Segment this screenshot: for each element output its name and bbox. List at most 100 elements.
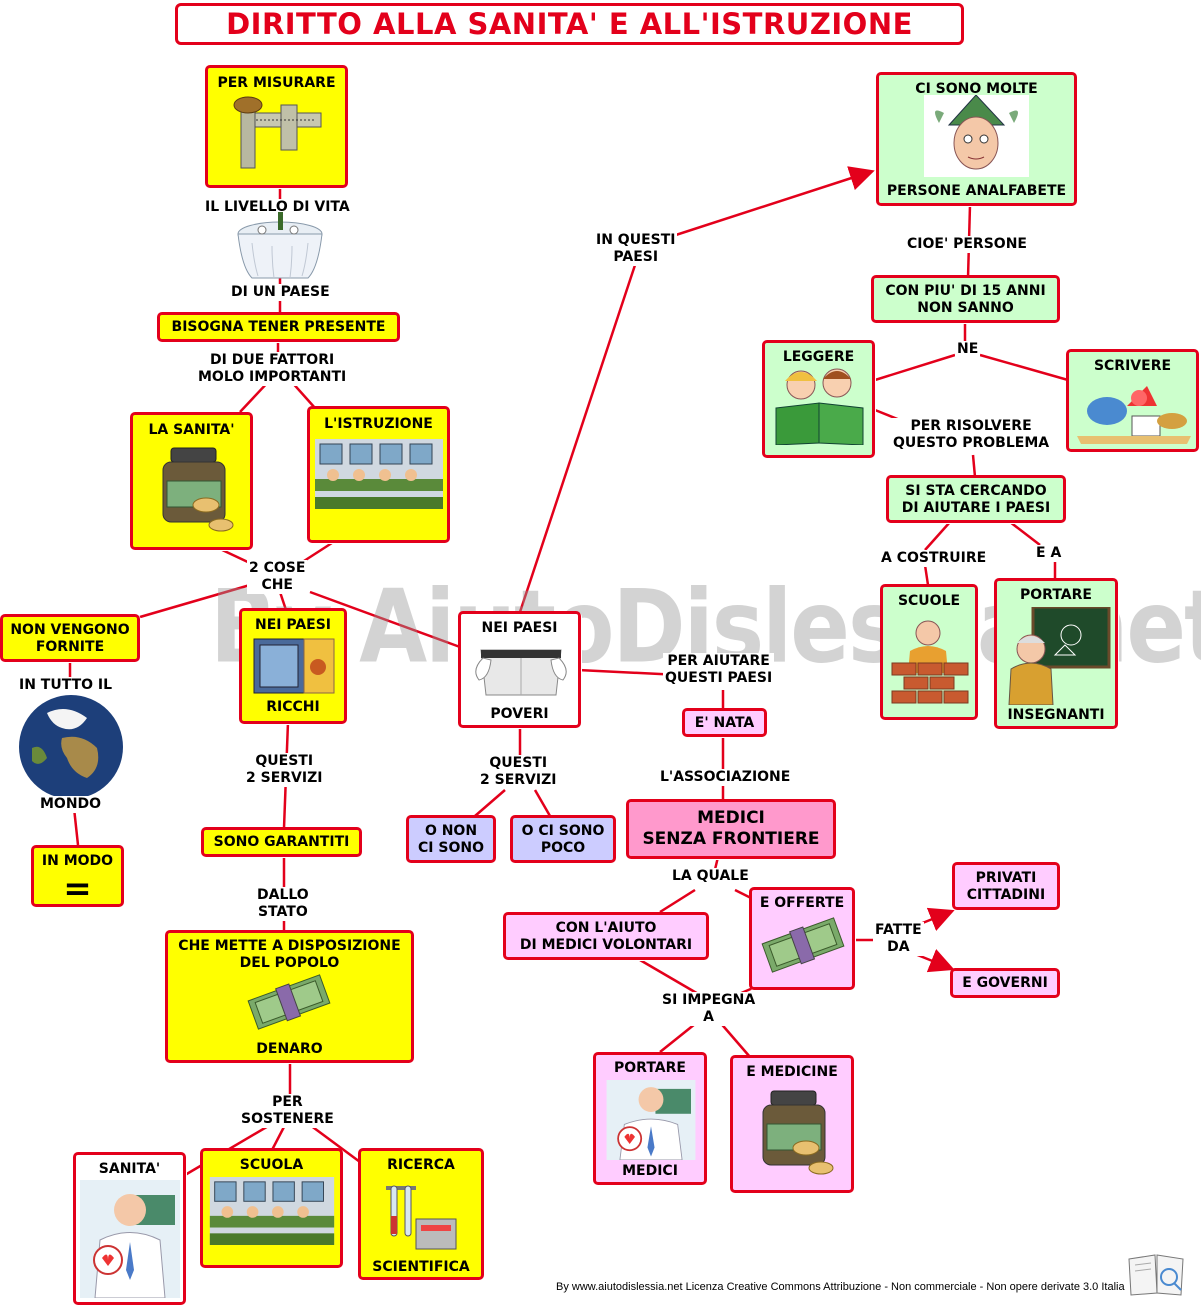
- link-la-quale: LA QUALE: [670, 868, 751, 885]
- node-sono-garantiti: SONO GARANTITI: [201, 827, 362, 857]
- link-per-risolvere: PER RISOLVERE QUESTO PROBLEMA: [891, 418, 1052, 452]
- node-sanita-bottom: SANITA': [73, 1152, 186, 1305]
- node-scuola-label: SCUOLA: [239, 1157, 304, 1173]
- equal-sign: =: [63, 869, 92, 907]
- link-livello-di-vita: IL LIVELLO DI VITA: [203, 199, 352, 216]
- globe-icon: [19, 695, 123, 799]
- link-questi-servizi-poveri: QUESTI 2 SERVIZI: [478, 755, 559, 789]
- empty-pockets-icon: [475, 649, 567, 696]
- node-ricchi-top-label: NEI PAESI: [254, 617, 332, 633]
- link-mondo: MONDO: [38, 796, 104, 813]
- safe-icon: [253, 638, 335, 694]
- node-portare-medici: PORTARE MEDICI: [593, 1052, 707, 1185]
- node-bisogna-tener-presente: BISOGNA TENER PRESENTE: [157, 312, 400, 342]
- node-istruzione-label: L'ISTRUZIONE: [324, 416, 433, 432]
- node-e-governi: E GOVERNI: [950, 968, 1060, 998]
- node-per-misurare: PER MISURARE: [205, 65, 348, 188]
- bricklayer-icon: [891, 620, 969, 704]
- node-in-modo-label: IN MODO: [41, 853, 114, 869]
- node-scuola: SCUOLA: [200, 1148, 343, 1268]
- node-bisogna-label: BISOGNA TENER PRESENTE: [171, 319, 386, 335]
- node-o-non-label: O NON CI SONO: [418, 823, 484, 856]
- node-e-nata-label: E' NATA: [694, 715, 755, 731]
- link-dallo-stato: DALLO STATO: [255, 887, 311, 921]
- link-questi-servizi-ricchi: QUESTI 2 SERVIZI: [244, 753, 325, 787]
- teacher-icon: [1008, 607, 1111, 705]
- node-che-mette-label: CHE METTE A DISPOSIZIONE DEL POPOLO: [178, 938, 401, 971]
- node-ricerca-bottom-label: SCIENTIFICA: [372, 1259, 470, 1275]
- node-con-piu-di-15-anni: CON PIU' DI 15 ANNI NON SANNO: [871, 275, 1060, 323]
- link-ne: NE: [955, 341, 981, 358]
- node-privati-label: PRIVATI CITTADINI: [966, 870, 1046, 903]
- dunce-cap-icon: [924, 95, 1029, 177]
- page-title: DIRITTO ALLA SANITA' E ALL'ISTRUZIONE: [175, 3, 964, 45]
- link-per-aiutare: PER AIUTARE QUESTI PAESI: [663, 653, 775, 687]
- node-nei-paesi-ricchi: NEI PAESI RICCHI: [239, 608, 347, 724]
- link-in-tutto-il: IN TUTTO IL: [17, 677, 115, 694]
- link-a-costruire: A COSTRUIRE: [879, 550, 989, 567]
- node-in-modo: IN MODO =: [31, 845, 124, 907]
- dining-table-icon: [237, 212, 323, 279]
- node-e-medicine: E MEDICINE: [730, 1055, 854, 1193]
- medicine-jar-icon: [162, 447, 234, 532]
- node-sanita-bottom-label: SANITA': [98, 1161, 161, 1177]
- node-portare-ins-bottom-label: INSEGNANTI: [1007, 707, 1105, 723]
- money-icon: [247, 974, 331, 1030]
- node-si-sta-label: SI STA CERCANDO DI AIUTARE I PAESI: [901, 483, 1051, 516]
- node-o-ci-sono-poco: O CI SONO POCO: [510, 815, 616, 863]
- link-associazione: L'ASSOCIAZIONE: [658, 769, 793, 786]
- doctor-icon: [80, 1180, 180, 1298]
- node-ricerca-scientifica: RICERCA SCIENTIFICA: [358, 1148, 484, 1280]
- node-medici-sf-label: MEDICI SENZA FRONTIERE: [642, 808, 820, 849]
- book-logo-icon: [1128, 1254, 1184, 1296]
- node-e-offerte-label: E OFFERTE: [759, 895, 845, 911]
- link-due-fattori: DI DUE FATTORI MOLO IMPORTANTI: [196, 352, 349, 386]
- node-per-misurare-label: PER MISURARE: [217, 75, 336, 91]
- caliper-icon: [233, 96, 322, 169]
- node-portare-ins-top-label: PORTARE: [1020, 587, 1092, 603]
- link-in-questi-paesi: IN QUESTI PAESI: [594, 232, 678, 266]
- reading-kids-icon: [775, 368, 864, 445]
- node-con-aiuto-label: CON L'AIUTO DI MEDICI VOLONTARI: [519, 920, 693, 953]
- node-non-vengono-label: NON VENGONO FORNITE: [10, 622, 130, 655]
- classroom-icon: [209, 1177, 335, 1245]
- node-la-sanita-label: LA SANITA': [148, 422, 235, 438]
- link-di-un-paese: DI UN PAESE: [229, 284, 332, 301]
- money-icon: [761, 917, 845, 973]
- node-istruzione: L'ISTRUZIONE: [307, 406, 450, 543]
- node-ricerca-top-label: RICERCA: [387, 1157, 455, 1173]
- node-o-ci-sono-label: O CI SONO POCO: [521, 823, 605, 856]
- node-medici-senza-frontiere: MEDICI SENZA FRONTIERE: [626, 799, 836, 859]
- node-persone-analfabete: CI SONO MOLTE PERSONE ANALFABETE: [876, 72, 1077, 206]
- node-sono-garantiti-label: SONO GARANTITI: [213, 834, 350, 850]
- node-e-nata: E' NATA: [682, 708, 767, 737]
- node-scrivere: SCRIVERE: [1066, 349, 1199, 452]
- node-privati-cittadini: PRIVATI CITTADINI: [952, 862, 1060, 910]
- node-che-mette-a-disposizione: CHE METTE A DISPOSIZIONE DEL POPOLO DENA…: [165, 930, 414, 1063]
- node-ci-sono-molte-label: CI SONO MOLTE: [915, 81, 1038, 97]
- node-scuole-label: SCUOLE: [897, 593, 961, 609]
- link-per-sostenere: PER SOSTENERE: [239, 1094, 336, 1128]
- classroom-icon: [315, 439, 443, 509]
- node-poveri-top-label: NEI PAESI: [481, 620, 558, 636]
- medicine-jar-icon: [762, 1090, 834, 1175]
- node-si-sta-cercando: SI STA CERCANDO DI AIUTARE I PAESI: [886, 475, 1066, 523]
- node-la-sanita: LA SANITA': [130, 412, 253, 550]
- link-fatte-da: FATTE DA: [873, 922, 924, 956]
- node-nei-paesi-poveri: NEI PAESI POVERI: [458, 611, 581, 728]
- node-e-offerte: E OFFERTE: [749, 887, 855, 990]
- link-due-cose: 2 COSE CHE: [247, 560, 308, 594]
- node-poveri-bottom-label: POVERI: [490, 706, 549, 722]
- node-portare-medici-top-label: PORTARE: [614, 1060, 686, 1076]
- link-cioe-persone: CIOE' PERSONE: [905, 236, 1029, 253]
- node-persone-analfabete-label: PERSONE ANALFABETE: [886, 183, 1067, 199]
- link-e-a: E A: [1034, 545, 1064, 562]
- test-tubes-icon: [386, 1185, 457, 1250]
- doctor-icon: [606, 1080, 696, 1160]
- node-o-non-ci-sono: O NON CI SONO: [406, 815, 496, 863]
- node-con-aiuto-medici-volontari: CON L'AIUTO DI MEDICI VOLONTARI: [503, 912, 709, 960]
- node-scuole: SCUOLE: [880, 584, 978, 720]
- node-leggere: LEGGERE: [762, 340, 875, 458]
- node-portare-medici-bottom-label: MEDICI: [622, 1163, 678, 1179]
- node-scrivere-label: SCRIVERE: [1093, 358, 1172, 374]
